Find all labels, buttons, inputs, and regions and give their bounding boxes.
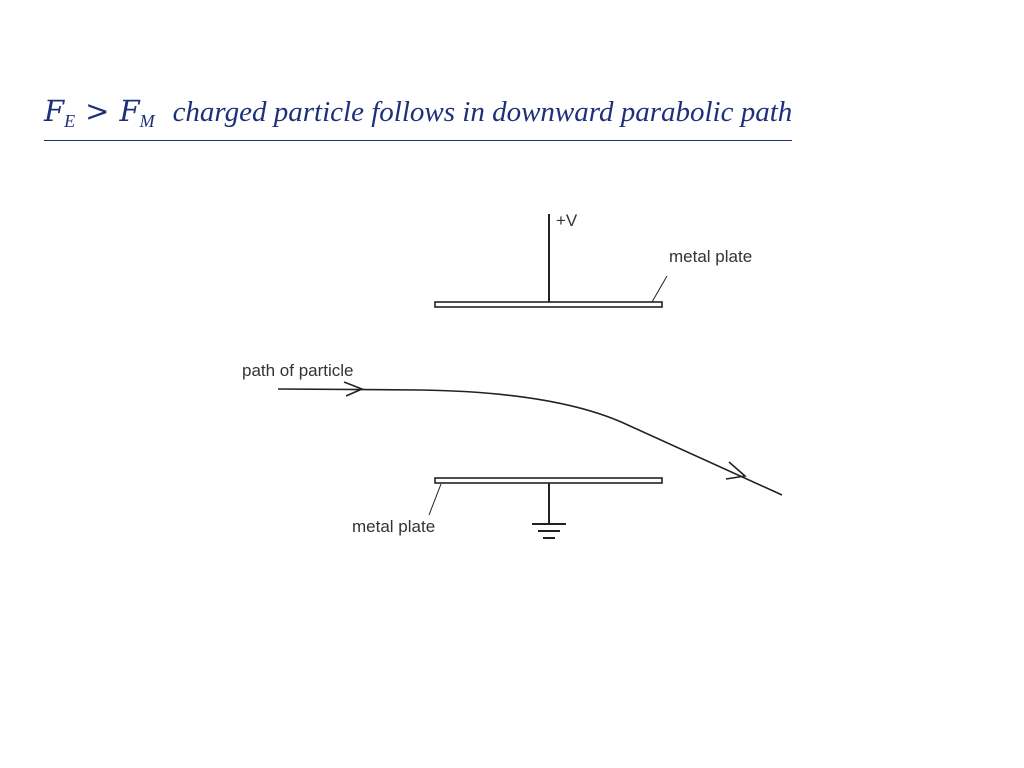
magnetic-force-symbol: F [119,94,140,128]
top-plate-leader [651,275,668,303]
electric-force-subscript: E [64,111,76,131]
particle-path [277,388,783,496]
path-arrowhead-start [343,381,365,397]
bottom-plate-label: metal plate [352,517,435,536]
title-statement: charged particle follows in downward par… [172,96,793,128]
path-label: path of particle [242,361,354,380]
magnetic-force-subscript: M [139,111,155,131]
electric-force-symbol: F [44,94,65,128]
bottom-plate-leader [428,483,442,516]
top-metal-plate [434,301,663,308]
top-plate-label: metal plate [669,247,752,266]
bottom-metal-plate [434,477,663,484]
greater-than-sign: > [85,94,110,128]
path-arrowhead-end [725,461,747,480]
voltage-label: +V [556,211,578,230]
